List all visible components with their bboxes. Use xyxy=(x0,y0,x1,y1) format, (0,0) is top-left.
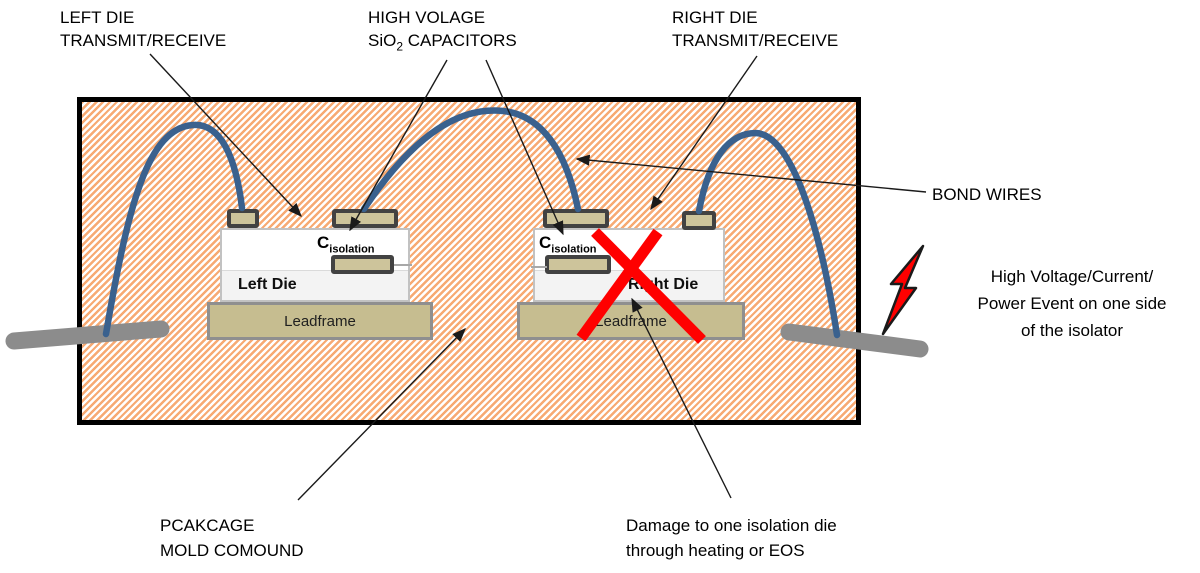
left-die-top-capacitor xyxy=(332,209,398,228)
leadframe-right: Leadframe xyxy=(517,302,745,340)
right-die-name: Right Die xyxy=(628,276,699,293)
callout-hv-event: High Voltage/Current/ Power Event on one… xyxy=(942,263,1200,344)
right-die-bond-pad xyxy=(682,211,716,230)
callout-left-die: LEFT DIE TRANSMIT/RECEIVE xyxy=(60,6,226,52)
package-mold-compound xyxy=(77,97,861,425)
cap-symbol: C xyxy=(539,233,552,252)
left-die-inner-capacitor xyxy=(331,255,394,274)
left-die-bond-pad xyxy=(227,209,259,228)
callout-package-mold: PCAKCAGE MOLD COMOUND xyxy=(160,513,304,563)
callout-hv-event-line2: Power Event on one side xyxy=(977,294,1167,313)
callout-capacitors: HIGH VOLAGE SiO2 CAPACITORS xyxy=(368,6,517,58)
callout-damage-line1: Damage to one isolation die xyxy=(626,516,837,535)
callout-package-mold-line1: PCAKCAGE xyxy=(160,516,255,535)
right-die-top-capacitor xyxy=(543,209,609,228)
callout-hv-event-line1: High Voltage/Current/ xyxy=(990,267,1154,286)
callout-left-die-line1: LEFT DIE xyxy=(60,8,135,27)
callout-left-die-line2: TRANSMIT/RECEIVE xyxy=(60,31,227,50)
left-die-cap-label: Cisolation xyxy=(317,234,375,258)
callout-capacitors-line2: SiO2 CAPACITORS xyxy=(368,29,517,58)
left-die-name: Left Die xyxy=(238,276,297,293)
callout-damage: Damage to one isolation die through heat… xyxy=(626,513,837,563)
leadframe-left: Leadframe xyxy=(207,302,433,340)
cap-subscript: isolation xyxy=(329,243,375,256)
leadframe-left-label: Leadframe xyxy=(284,312,356,330)
capacitors-text: CAPACITORS xyxy=(403,31,517,50)
sio-text: SiO xyxy=(368,31,397,50)
callout-damage-line2: through heating or EOS xyxy=(626,541,805,560)
callout-package-mold-line2: MOLD COMOUND xyxy=(160,541,304,560)
callout-hv-event-line3: of the isolator xyxy=(1020,321,1124,340)
callout-right-die-line1: RIGHT DIE xyxy=(672,8,758,27)
callout-capacitors-line1: HIGH VOLAGE xyxy=(368,8,486,27)
right-die-inner-capacitor xyxy=(545,255,611,274)
leadframe-right-label: Leadframe xyxy=(595,312,667,330)
cap-subscript: isolation xyxy=(551,243,597,256)
lightning-bolt-icon xyxy=(881,244,925,336)
callout-right-die: RIGHT DIE TRANSMIT/RECEIVE xyxy=(672,6,838,52)
sio-subscript: 2 xyxy=(396,39,404,54)
left-die-substrate xyxy=(222,270,408,300)
callout-bond-wires: BOND WIRES xyxy=(932,185,1042,204)
callout-right-die-line2: TRANSMIT/RECEIVE xyxy=(672,31,839,50)
cap-symbol: C xyxy=(317,233,330,252)
